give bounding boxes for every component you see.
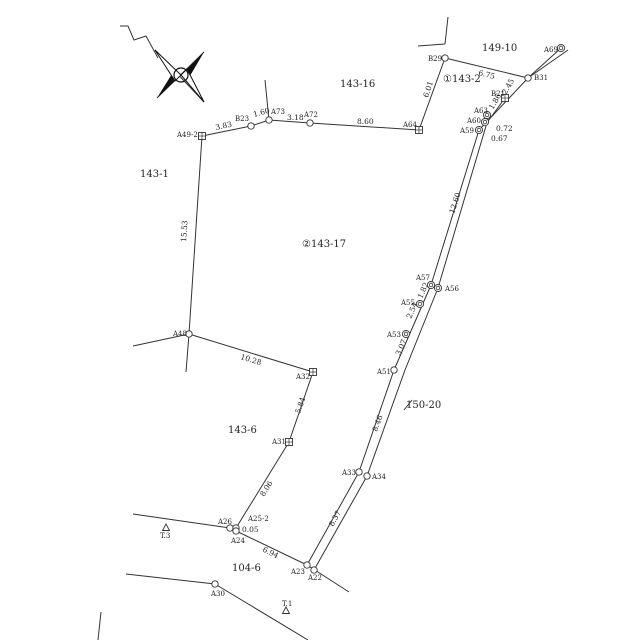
survey-point-a55: A55 [400, 299, 425, 309]
survey-point-b23: B23 [235, 115, 255, 130]
distance-label: 0.67 [491, 134, 508, 143]
point-label: A55 [400, 299, 415, 307]
distance-label: 3.18 [287, 113, 304, 122]
point-label: B31 [534, 74, 548, 82]
distance-label: 0.72 [496, 124, 513, 133]
point-label: A33 [341, 469, 356, 477]
survey-point-t1: T.1 [281, 600, 292, 614]
distance-label: 8.60 [357, 117, 374, 126]
survey-point-a69: A69 [543, 43, 566, 54]
point-label: A48 [172, 330, 187, 338]
distance-label: 6.75 [478, 68, 497, 81]
point-label: A26 [217, 518, 233, 526]
point-label: B23 [235, 115, 249, 123]
point-label: A24 [230, 537, 246, 545]
parcel-label: ①143-2 [443, 74, 481, 85]
survey-point-a48: A48 [172, 330, 193, 338]
distance-label: 6.94 [261, 545, 280, 561]
point-label: A49-2 [176, 131, 198, 139]
distance-label: 10.28 [239, 352, 262, 367]
distance-label: 5.84 [293, 396, 307, 415]
point-label: A69 [543, 46, 558, 54]
point-label: A25-2 [247, 515, 269, 523]
point-label: A30 [210, 590, 225, 598]
point-label: A72 [303, 111, 318, 119]
survey-point-a56: A56 [433, 283, 460, 293]
distance-label: 1.60 [252, 106, 271, 119]
survey-point-a30: A30 [210, 580, 225, 598]
parcel-label: 143-16 [340, 79, 375, 90]
parcel-label: 104-6 [232, 563, 261, 574]
distance-labels: 6.75 2.45 1.86 0.72 0.67 6.01 8.60 3.18 … [179, 68, 516, 560]
survey-point-b21: B21 [491, 90, 509, 102]
survey-point-a53: A53 [386, 329, 411, 339]
parcel-label: 143-6 [228, 425, 257, 436]
point-label: A51 [376, 368, 391, 376]
north-arrow-icon [120, 25, 205, 103]
point-label: A64 [402, 121, 418, 129]
parcel-label: 143-1 [140, 169, 169, 180]
survey-point-a72: A72 [303, 111, 318, 127]
survey-point-a32: A32 [295, 368, 317, 381]
survey-point-a26: A26 [217, 518, 234, 532]
survey-point-a22: A22 [307, 566, 322, 582]
survey-point-a34: A34 [363, 472, 387, 481]
parcel-label: 150-20 [406, 400, 441, 411]
distance-label: 8.46 [370, 414, 384, 433]
survey-point-a24: A24 [230, 527, 246, 545]
survey-point-a31: A31 [271, 438, 293, 446]
survey-point-a51: A51 [376, 366, 398, 376]
point-label: A63 [473, 107, 488, 115]
parcel-label: 149-10 [482, 43, 517, 54]
survey-point-a23: A23 [290, 561, 311, 576]
point-label: B29 [428, 55, 442, 63]
survey-point-b31: B31 [524, 74, 548, 82]
point-label: A22 [307, 574, 322, 582]
survey-point-b29: B29 [428, 54, 449, 63]
survey-point-a73: A73 [265, 108, 285, 124]
distance-label: 8.37 [327, 509, 343, 528]
survey-point-a60: A60 [466, 117, 490, 127]
survey-point-t3: T.3 [160, 523, 170, 540]
point-label: A57 [415, 274, 430, 282]
parcel-labels: 143-16 149-10 ①143-2 143-1 ②143-17 150-2… [140, 43, 517, 574]
point-label: A34 [371, 473, 387, 481]
survey-point-a64: A64 [402, 121, 423, 134]
survey-point-a59: A59 [459, 125, 484, 135]
distance-label: 0.05 [242, 525, 259, 534]
survey-point-a57: A57 [415, 274, 436, 290]
point-label: A60 [466, 117, 481, 125]
boundary-lines [97, 16, 569, 640]
point-label: B21 [491, 90, 505, 98]
point-label: T.3 [160, 532, 170, 540]
survey-point-a33: A33 [341, 468, 363, 477]
point-label: A31 [271, 438, 286, 446]
distance-label: 15.53 [179, 220, 189, 242]
point-label: A32 [295, 373, 310, 381]
point-label: A23 [290, 568, 305, 576]
distance-label: 3.83 [215, 120, 233, 132]
parcel-label: ②143-17 [302, 239, 346, 250]
survey-point-a49-2: A49-2 [176, 131, 206, 140]
point-label: A73 [270, 108, 285, 116]
point-label: A53 [386, 331, 401, 339]
point-label: T.1 [282, 600, 292, 608]
distance-label: 8.06 [258, 479, 275, 498]
point-label: A59 [459, 127, 474, 135]
distance-label: 6.01 [421, 80, 435, 99]
point-label: A56 [444, 285, 460, 293]
